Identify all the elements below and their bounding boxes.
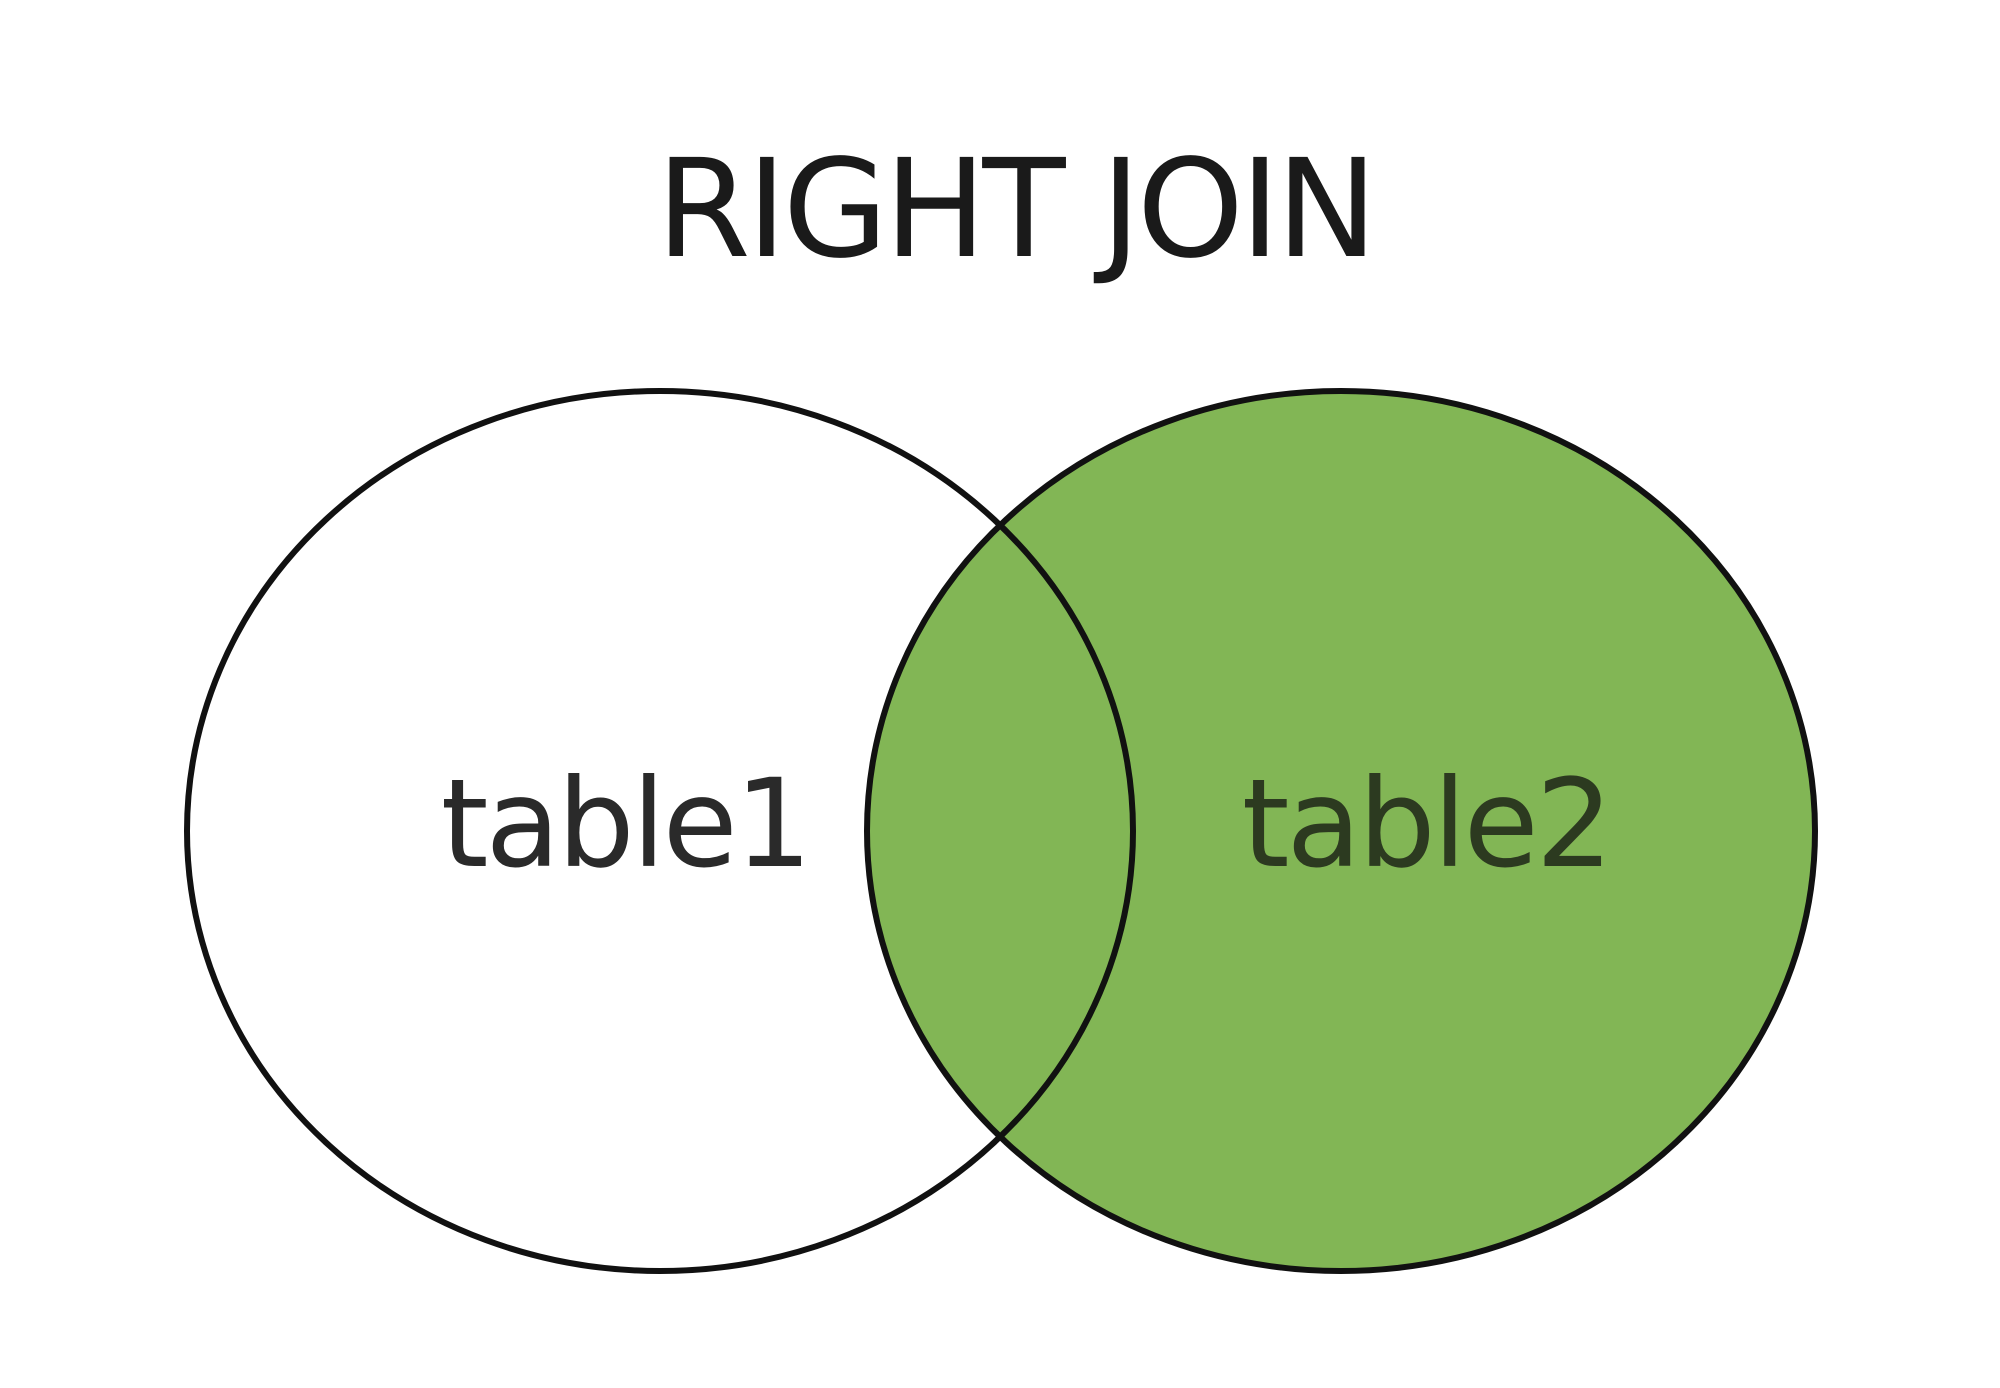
right-set-circle — [864, 388, 1818, 1274]
left-set-circle — [184, 388, 1136, 1274]
diagram-title: RIGHT JOIN — [656, 131, 1374, 289]
left-set-label: table1 — [441, 753, 810, 895]
right-set-fill — [867, 391, 1815, 1271]
right-set-label: table2 — [1242, 753, 1611, 895]
